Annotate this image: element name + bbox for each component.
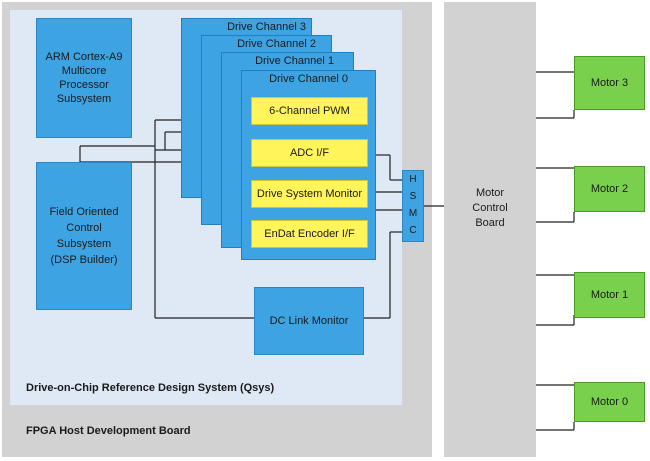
- drive-channel-0-label: Drive Channel 0: [269, 73, 348, 85]
- drive-system-monitor-label: Drive System Monitor: [256, 188, 363, 200]
- dc-link-monitor: DC Link Monitor: [254, 287, 364, 355]
- pwm-label: 6-Channel PWM: [269, 105, 350, 117]
- endat-encoder-label: EnDat Encoder I/F: [264, 228, 355, 240]
- mcb-label-2: Control: [472, 202, 508, 214]
- drive-channel-1-label: Drive Channel 1: [255, 55, 334, 67]
- hsmc-letter-m: M: [408, 208, 418, 219]
- pwm-block: 6-Channel PWM: [251, 97, 368, 125]
- hsmc-connector: H S M C: [402, 170, 424, 242]
- foc-subsystem: Field Oriented Control Subsystem (DSP Bu…: [36, 162, 132, 310]
- endat-encoder-block: EnDat Encoder I/F: [251, 220, 368, 248]
- motor-2: Motor 2: [574, 166, 645, 212]
- adc-block: ADC I/F: [251, 139, 368, 167]
- motor-3-label: Motor 3: [590, 77, 629, 89]
- mcb-label-1: Motor: [475, 187, 505, 199]
- foc-label-3: Subsystem: [56, 238, 112, 250]
- arm-label-2: Multicore Processor: [59, 65, 109, 91]
- drive-channel-2-label: Drive Channel 2: [237, 38, 316, 50]
- foc-label-2: Control: [66, 222, 102, 234]
- motor-3: Motor 3: [574, 56, 645, 110]
- foc-label-1: Field Oriented: [49, 206, 119, 218]
- adc-label: ADC I/F: [289, 147, 330, 159]
- arm-subsystem: ARM Cortex-A9 Multicore Processor Subsys…: [36, 18, 132, 138]
- drive-channel-3-label: Drive Channel 3: [227, 21, 306, 33]
- drive-system-monitor-block: Drive System Monitor: [251, 180, 368, 208]
- motor-control-board-label: Motor Control Board: [444, 186, 536, 231]
- hsmc-letter-c: C: [409, 225, 417, 236]
- qsys-label: Drive-on-Chip Reference Design System (Q…: [26, 382, 275, 394]
- foc-label-4: (DSP Builder): [50, 254, 118, 266]
- hsmc-letter-s: S: [409, 191, 417, 202]
- motor-0: Motor 0: [574, 382, 645, 422]
- motor-control-board: [444, 2, 536, 457]
- dc-link-label: DC Link Monitor: [269, 315, 349, 327]
- motor-1-label: Motor 1: [590, 289, 629, 301]
- fpga-board-label: FPGA Host Development Board: [26, 425, 191, 437]
- arm-label-3: Subsystem: [56, 93, 112, 105]
- mcb-label-3: Board: [475, 217, 505, 229]
- motor-2-label: Motor 2: [590, 183, 629, 195]
- motor-1: Motor 1: [574, 272, 645, 318]
- arm-label-1: ARM Cortex-A9: [45, 51, 123, 63]
- hsmc-letter-h: H: [409, 174, 417, 185]
- motor-0-label: Motor 0: [590, 396, 629, 408]
